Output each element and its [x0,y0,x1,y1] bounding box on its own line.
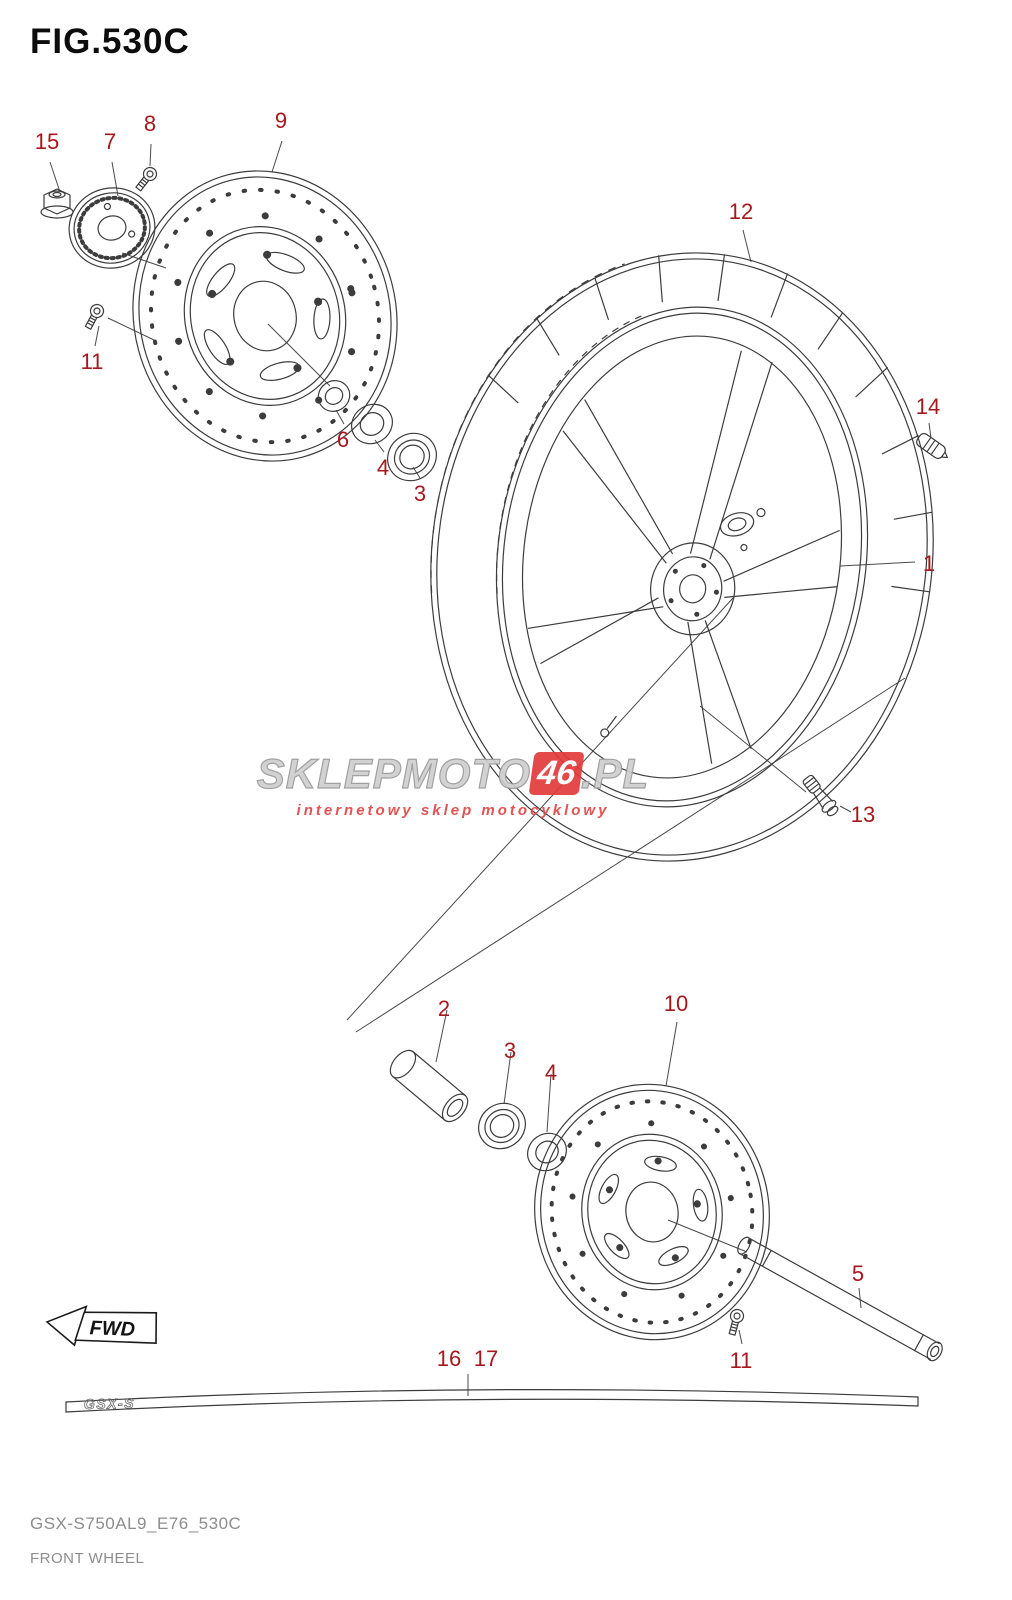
callout-11-b: 11 [729,1348,753,1373]
callout-12: 12 [728,199,754,224]
figure-name: FRONT WHEEL [30,1550,145,1567]
rim-strip-logo: GSX-S [84,1395,135,1412]
wheel-hub [649,507,766,636]
callout-17: 17 [473,1346,499,1371]
wheel-assembly [430,252,934,862]
callout-14: 14 [915,394,941,419]
callout-3-b: 3 [503,1038,517,1063]
callout-13: 13 [850,802,876,827]
sensor-rotor [68,187,156,269]
balance-weight [916,433,948,459]
callout-8: 8 [143,111,157,136]
callout-2: 2 [437,996,451,1021]
wheel-spokes [527,350,840,764]
figure-code: GSX-S750AL9_E76_530C [30,1514,242,1533]
bolt-11-lower [725,1307,746,1337]
brake-disc-lower [534,1083,770,1341]
callout-6: 6 [336,427,350,452]
tire-tread [487,254,933,593]
callout-10: 10 [663,991,689,1016]
figure-title: FIG.530C [30,22,190,61]
valve-stem [802,774,839,817]
fwd-arrow: FWD [45,1305,158,1347]
rim-valve-hole [600,728,610,738]
callout-4-a: 4 [376,455,390,480]
front-axle [737,1236,943,1362]
callout-16: 16 [436,1346,462,1371]
rim-strip: GSX-S [65,1388,919,1413]
seal-4-upper [351,403,393,445]
callout-5: 5 [851,1261,865,1286]
callout-1: 1 [922,551,936,576]
axle-nut [40,188,74,219]
callout-3-a: 3 [413,481,427,506]
callout-4-b: 4 [544,1060,558,1085]
bearing-3-upper [387,432,437,482]
bearing-spacer-6 [317,380,351,412]
bolt-11-upper [81,301,107,332]
callout-7: 7 [103,129,117,154]
fwd-label: FWD [89,1317,135,1341]
bolt-8 [132,164,160,194]
callout-9: 9 [274,108,288,133]
callout-15: 15 [34,129,60,154]
callout-leader-lines [49,140,932,1396]
callout-11-a: 11 [80,349,104,374]
bearing-3-lower [478,1102,526,1150]
spacer-tube [389,1049,469,1123]
brake-disc-front [132,170,398,462]
